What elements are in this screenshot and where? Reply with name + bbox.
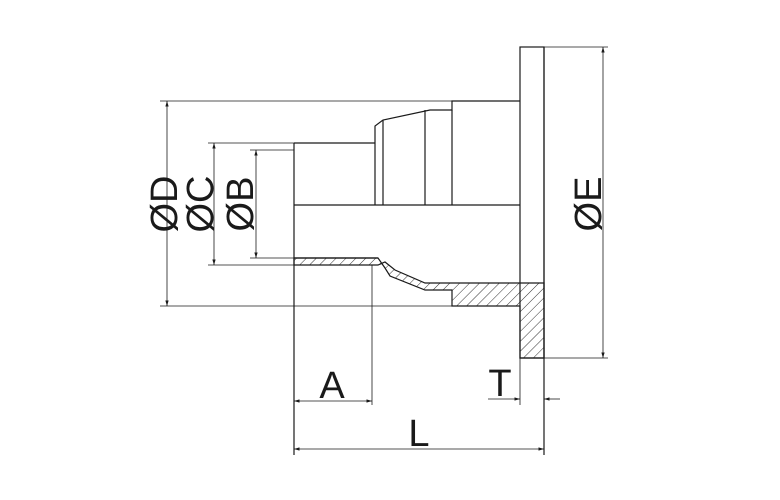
dimension-lines	[165, 47, 605, 451]
section-wall-hatch	[293, 257, 545, 359]
label-dim-a: A	[319, 365, 345, 407]
extension-lines	[160, 46, 608, 405]
label-diameter-d: ØD	[144, 176, 186, 233]
label-diameter-e: ØE	[568, 177, 610, 232]
label-diameter-b: ØB	[220, 177, 262, 232]
section-hatched	[293, 257, 545, 359]
part-outline	[293, 46, 545, 455]
label-diameter-c: ØC	[180, 176, 222, 233]
label-dim-l: L	[408, 413, 429, 455]
label-dim-t: T	[488, 363, 511, 405]
dimension-labels: ØD ØC ØB ØE A T L	[144, 176, 610, 456]
